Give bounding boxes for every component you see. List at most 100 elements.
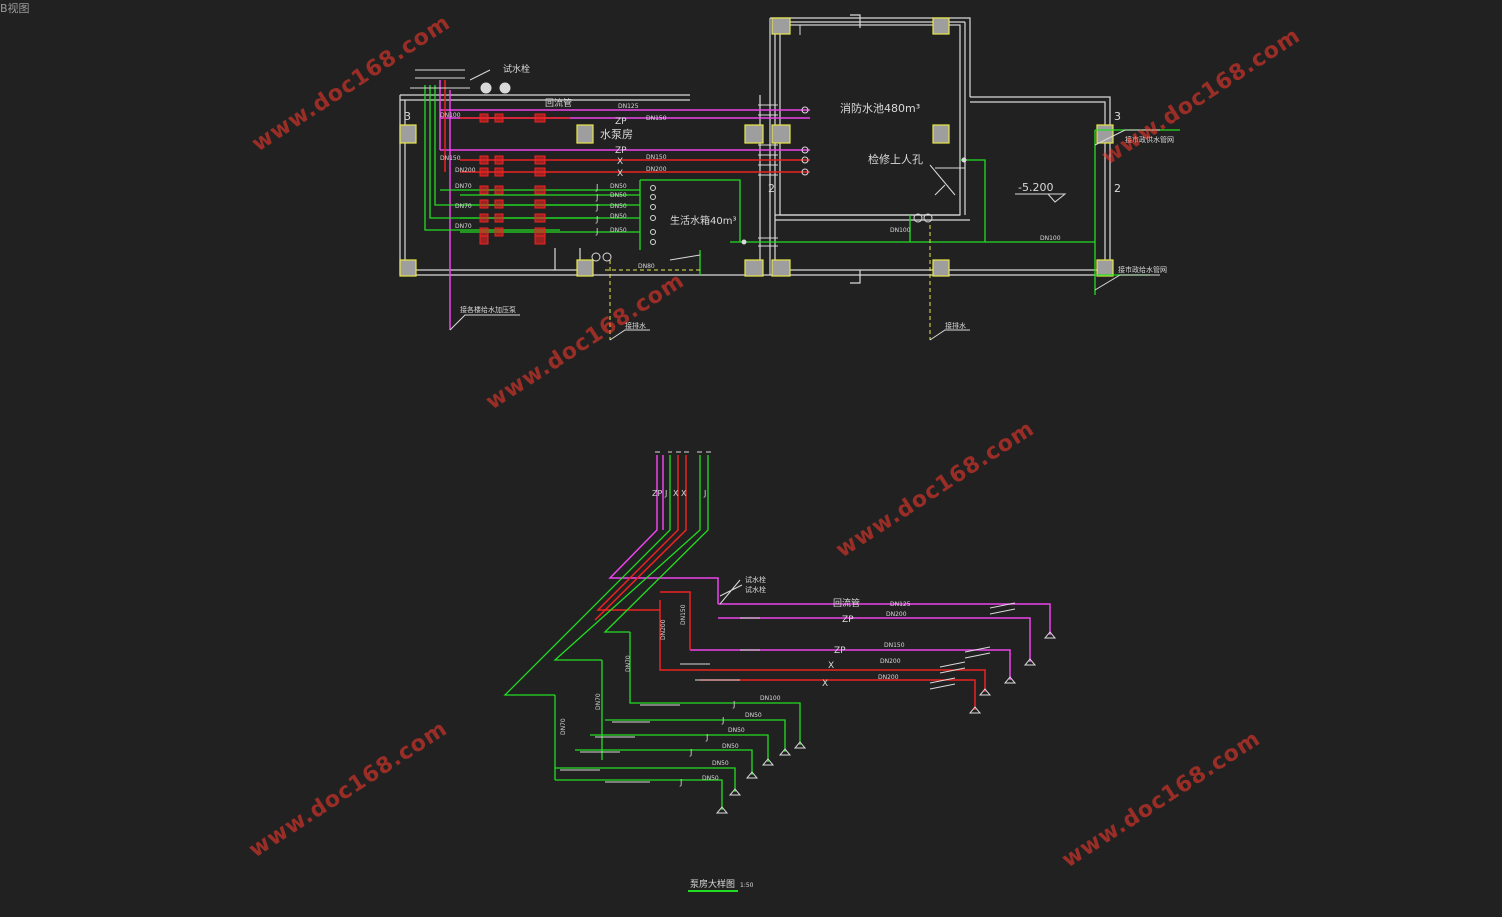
sprinkler-pipes [444, 80, 810, 173]
riser-circles [480, 82, 967, 262]
axon-j-3: J [705, 733, 708, 742]
grid-label-2-right: 2 [1114, 182, 1121, 195]
dn-label-5: DN100 [440, 112, 461, 119]
axon-dn-vert-1: DN200 [660, 619, 667, 640]
axon-caption: 泵房大样图 [690, 878, 735, 890]
dn-label-7: DN200 [455, 167, 476, 174]
axon-fire-pipes [608, 455, 1051, 680]
huiliu-label: 回流管 [545, 97, 572, 109]
axon-dn-3: DN150 [884, 642, 905, 649]
grid-label-2-mid: 2 [768, 182, 775, 195]
axon-zp-2: ZP [834, 646, 846, 656]
axon-dn-9: DN50 [722, 743, 739, 750]
axon-dn-vert-4: DN70 [595, 693, 602, 710]
dn-label-15: DN50 [610, 227, 627, 234]
dn-label-18: DN100 [890, 227, 911, 234]
j-label-1: J [595, 183, 598, 192]
axon-huiliu-label: 回流管 [833, 597, 860, 609]
dn-label-10: DN70 [455, 223, 472, 230]
axon-zp-1: ZP [842, 615, 854, 625]
axon-code-3: X [673, 489, 679, 498]
axon-dn-vert-3: DN70 [625, 655, 632, 672]
axon-dn-4: DN200 [880, 658, 901, 665]
axon-dn-7: DN50 [745, 712, 762, 719]
j-label-2: J [595, 193, 598, 202]
note-right-bottom: 接市政给水管网 [1118, 265, 1167, 274]
dn-label-14: DN50 [610, 213, 627, 220]
axon-tap-1: 试水栓 [745, 575, 766, 584]
axon-dn-11: DN50 [702, 775, 719, 782]
axon-j-4: J [689, 748, 692, 757]
note-drain-2: 接排水 [945, 321, 966, 330]
axon-code-4: X [681, 489, 687, 498]
riser-stubs [410, 25, 801, 89]
axon-scale: 1:50 [740, 882, 754, 889]
axon-x-1: X [828, 661, 834, 671]
grid-label-3-left: 3 [404, 110, 411, 123]
dn-label-6: DN150 [440, 155, 461, 162]
axon-j-5: J [679, 778, 682, 787]
axon-dn-10: DN50 [712, 760, 729, 767]
axon-j-2: J [721, 716, 724, 725]
dn-label-8: DN70 [455, 183, 472, 190]
j-label-4: J [595, 215, 598, 224]
supply-tank-label: 生活水箱40m³ [670, 214, 736, 227]
j-label-5: J [595, 227, 598, 236]
zp-label-1: ZP [615, 117, 627, 127]
watermark-6: www.doc168.com [1058, 726, 1266, 873]
axon-dn-1: DN125 [890, 601, 911, 608]
dn-label-11: DN50 [610, 183, 627, 190]
elevation-label: -5.200 [1018, 181, 1053, 194]
dn-label-4: DN125 [618, 103, 639, 110]
axon-dn-2: DN200 [886, 611, 907, 618]
view-tab-label[interactable]: B视图 [0, 2, 30, 15]
dn-label-1: DN150 [646, 115, 667, 122]
structural-columns [399, 17, 1114, 277]
note-right-top: 接市政供水管网 [1125, 135, 1174, 144]
watermark-5: www.doc168.com [245, 716, 453, 863]
manhole-label: 检修上人孔 [868, 152, 923, 166]
axon-dn-vert-5: DN70 [560, 718, 567, 735]
plan-view: 3 3 2 2 回流管 水泵房 消防水池480m³ 生活水箱40m³ 检修上人孔… [399, 14, 1180, 341]
grid-label-3-right: 3 [1114, 110, 1121, 123]
axon-sprinkler-pipes [594, 455, 986, 710]
valve-symbols [479, 113, 546, 245]
axon-j-1: J [732, 700, 735, 709]
axon-x-2: X [822, 679, 828, 689]
watermark-4: www.doc168.com [832, 416, 1040, 563]
pump-room-label: 水泵房 [600, 128, 633, 141]
axon-fittings [560, 579, 1057, 814]
dn-label-2: DN150 [646, 154, 667, 161]
leader-lines [449, 129, 1160, 341]
dn-label-13: DN50 [610, 203, 627, 210]
axon-dn-vert-2: DN150 [680, 604, 687, 625]
axon-code-1: ZP [652, 489, 662, 498]
watermark-2: www.doc168.com [1098, 23, 1306, 170]
tap-valve-label: 试水栓 [503, 63, 530, 75]
watermark-3: www.doc168.com [482, 268, 690, 415]
zp-label-2: ZP [615, 146, 627, 156]
axon-dn-8: DN50 [728, 727, 745, 734]
axonometric-view: ZP J X X J 回流管 ZP ZP X X 试水栓 试水栓 DN125 D… [503, 451, 1057, 892]
drain-lines [605, 225, 931, 340]
axon-code-2: J [664, 489, 667, 498]
axon-supply-pipes [503, 455, 801, 810]
dn-label-9: DN70 [455, 203, 472, 210]
note-drain-1: 接排水 [625, 321, 646, 330]
axon-tap-2: 试水栓 [745, 585, 766, 594]
x-label-1: X [617, 157, 623, 167]
axon-dn-5: DN200 [878, 674, 899, 681]
note-left-bottom: 接各楼给水加压泵 [460, 305, 516, 314]
watermark-1: www.doc168.com [248, 10, 456, 157]
j-label-3: J [595, 203, 598, 212]
dn-label-17: DN80 [638, 263, 655, 270]
fire-tank-label: 消防水池480m³ [840, 101, 920, 115]
dn-label-12: DN50 [610, 192, 627, 199]
dn-label-3: DN200 [646, 166, 667, 173]
x-label-2: X [617, 169, 623, 179]
elevation-marker [1015, 193, 1067, 203]
axon-code-5: J [703, 489, 706, 498]
dn-label-16: DN100 [1040, 235, 1061, 242]
wall-sleeves [758, 104, 956, 247]
